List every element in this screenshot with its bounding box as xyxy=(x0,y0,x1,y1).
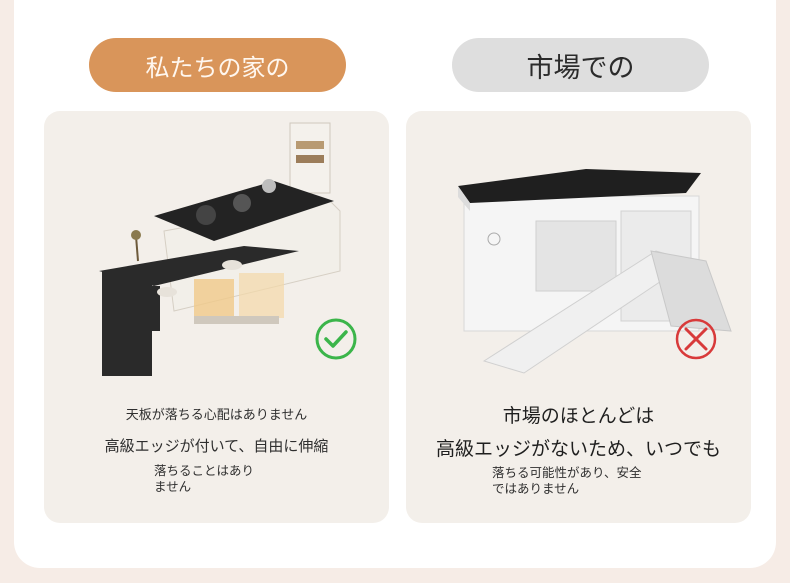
our-product-card: 天板が落ちる心配はありません 高級エッジが付いて、自由に伸縮 落ちることはあり … xyxy=(44,111,389,523)
check-circle-icon xyxy=(315,318,357,360)
market-tag: 市場での xyxy=(452,38,709,92)
market-tag-label: 市場での xyxy=(526,52,635,84)
left-line1: 天板が落ちる心配はありません xyxy=(125,408,308,423)
right-line1: 市場のほとんどは xyxy=(502,405,655,427)
cross-circle-icon xyxy=(675,318,717,360)
fallen-tabletop-image xyxy=(458,169,732,374)
left-line3: 落ちることはあり ません xyxy=(154,463,255,494)
our-home-tag-label: 私たちの家の xyxy=(145,53,290,82)
market-product-card: 市場のほとんどは 高級エッジがないため、いつでも 落ちる可能性があり、安全 では… xyxy=(406,111,751,523)
left-line2: 高級エッジが付いて、自由に伸縮 xyxy=(104,437,329,455)
our-home-tag: 私たちの家の xyxy=(89,38,346,92)
right-line3: 落ちる可能性があり、安全 ではありません xyxy=(492,465,642,496)
kitchen-island-image xyxy=(99,122,341,376)
right-line2: 高級エッジがないため、いつでも xyxy=(435,438,721,460)
